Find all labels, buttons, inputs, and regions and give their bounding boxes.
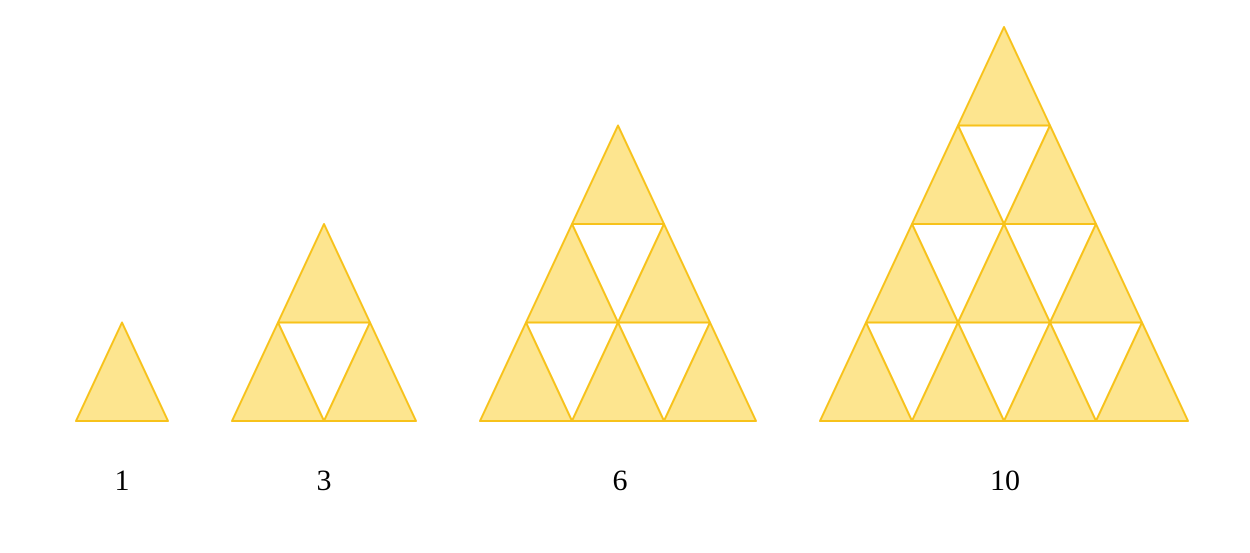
filled-triangle: [323, 321, 417, 422]
filled-triangle: [911, 321, 1005, 422]
figure-label-10: 10: [990, 464, 1020, 497]
figure-label-3: 3: [317, 464, 332, 497]
filled-triangle: [663, 321, 757, 422]
figure-label-6: 6: [613, 464, 628, 497]
filled-triangle: [571, 124, 665, 225]
filled-triangle: [819, 321, 913, 422]
figure-1: [75, 321, 169, 422]
filled-triangle: [1095, 321, 1189, 422]
filled-triangle: [571, 321, 665, 422]
figure-10: [819, 26, 1189, 422]
figure-6: [479, 124, 757, 422]
filled-triangle: [957, 26, 1051, 127]
filled-triangle: [1003, 321, 1097, 422]
figure-label-1: 1: [115, 464, 130, 497]
filled-triangle: [479, 321, 573, 422]
figure-3: [231, 223, 417, 422]
filled-triangle: [75, 321, 169, 422]
filled-triangle: [277, 223, 371, 324]
filled-triangle: [231, 321, 325, 422]
